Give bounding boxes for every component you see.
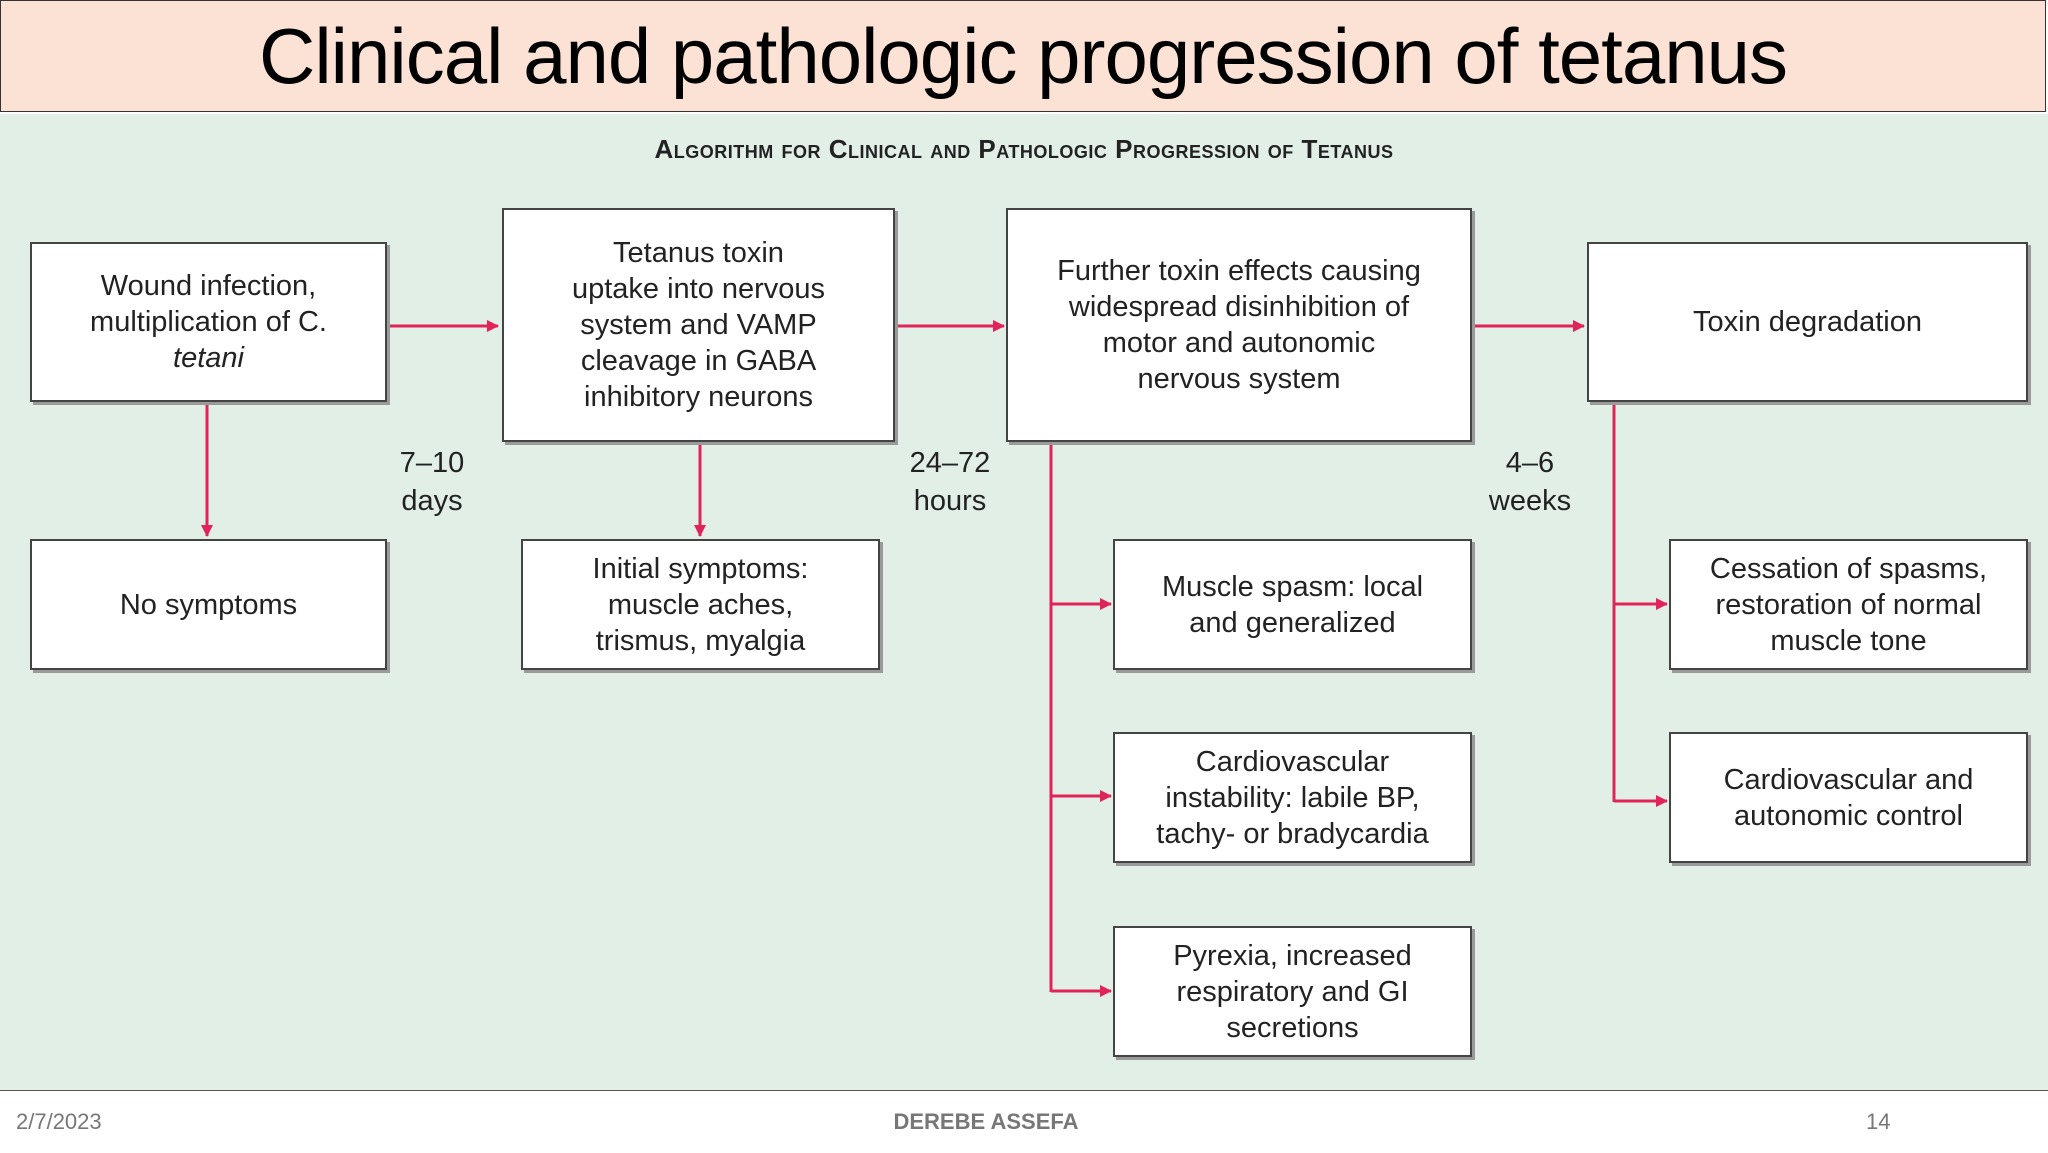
- figure-title: Algorithm for Clinical and Pathologic Pr…: [654, 134, 1394, 164]
- box-wound-infection: Wound infection,multiplication of C.teta…: [30, 242, 387, 402]
- footer-page-number: 14: [1866, 1109, 1891, 1134]
- box-no-symptoms: No symptoms: [30, 539, 387, 670]
- box-toxin-degradation: Toxin degradation: [1587, 242, 2028, 402]
- footer-author: DEREBE ASSEFA: [893, 1109, 1079, 1134]
- box-cessation-of-spasms: Cessation of spasms,restoration of norma…: [1669, 539, 2028, 670]
- footer-date: 2/7/2023: [16, 1109, 102, 1134]
- box-initial-symptoms: Initial symptoms:muscle aches,trismus, m…: [521, 539, 880, 670]
- slide-footer: 2/7/2023 DEREBE ASSEFA 14: [0, 1090, 2048, 1153]
- slide-title: Clinical and pathologic progression of t…: [259, 11, 1788, 100]
- connector-arrows: [201, 320, 1668, 997]
- algorithm-figure: Algorithm for Clinical and Pathologic Pr…: [0, 114, 2048, 1090]
- slide-title-bar: Clinical and pathologic progression of t…: [0, 0, 2046, 112]
